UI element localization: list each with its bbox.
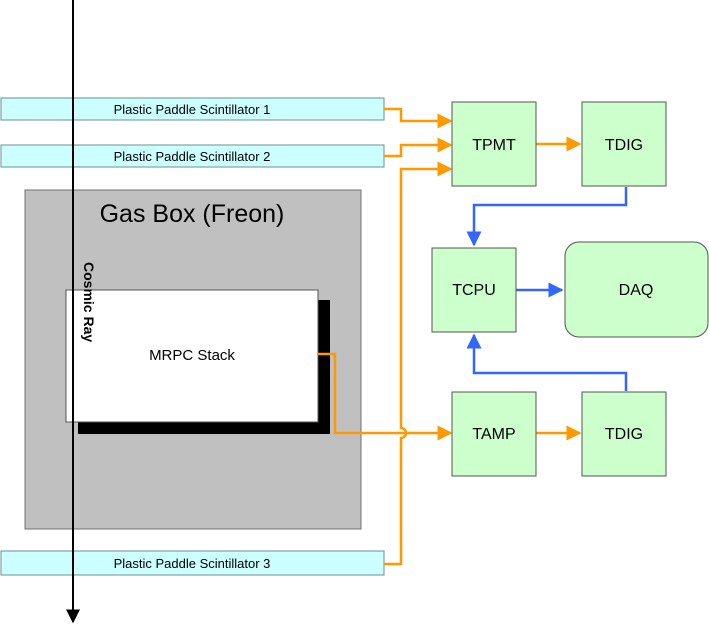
scintillator-1-label: Plastic Paddle Scintillator 1 [114, 102, 271, 117]
mrpc-stack-label: MRPC Stack [149, 347, 235, 364]
module-daq: DAQ [564, 241, 709, 338]
gas-box-label: Gas Box (Freon) [100, 200, 285, 228]
mrpc-stack-box [65, 289, 319, 423]
module-tcpu: TCPU [431, 247, 517, 333]
cosmic-ray: Cosmic Ray [66, 0, 97, 624]
mrpc-to-tamp-line [318, 352, 453, 441]
scintillator-1: Plastic Paddle Scintillator 1 [0, 97, 385, 121]
scintillator-3: Plastic Paddle Scintillator 3 [0, 550, 385, 576]
module-tdig-top: TDIG [581, 101, 667, 187]
tdig-bottom-to-tcpu-line [466, 333, 628, 391]
scint2-to-tpmt-line [384, 137, 453, 158]
daq-box [564, 241, 709, 338]
tpmt-label: TPMT [472, 137, 516, 154]
tpmt-box [451, 101, 537, 187]
daq-label: DAQ [619, 282, 654, 299]
tdig-top-label: TDIG [605, 137, 643, 154]
blue-data-lines [466, 187, 628, 391]
scintillator-3-label: Plastic Paddle Scintillator 3 [114, 556, 271, 571]
module-tamp: TAMP [451, 391, 537, 477]
scint1-to-tpmt-line [384, 107, 453, 129]
tamp-box [451, 391, 537, 477]
scintillator-2-label: Plastic Paddle Scintillator 2 [114, 149, 271, 164]
tdig-bottom-box [581, 391, 667, 477]
tdig-bottom-label: TDIG [605, 426, 643, 443]
module-tpmt: TPMT [451, 101, 537, 187]
tdig-top-box [581, 101, 667, 187]
orange-signal-lines [318, 107, 582, 566]
scintillator-3-bar [0, 550, 385, 576]
tcpu-box [431, 247, 517, 333]
tdig-top-to-tcpu-line [466, 187, 628, 247]
module-tdig-bottom: TDIG [581, 391, 667, 477]
tamp-label: TAMP [472, 426, 515, 443]
scint3-to-tpmt-line [384, 161, 453, 566]
scintillator-2: Plastic Paddle Scintillator 2 [0, 144, 385, 168]
tcpu-label: TCPU [452, 282, 496, 299]
mrpc-stack: MRPC Stack [65, 289, 330, 434]
cosmic-ray-label: Cosmic Ray [81, 262, 97, 342]
